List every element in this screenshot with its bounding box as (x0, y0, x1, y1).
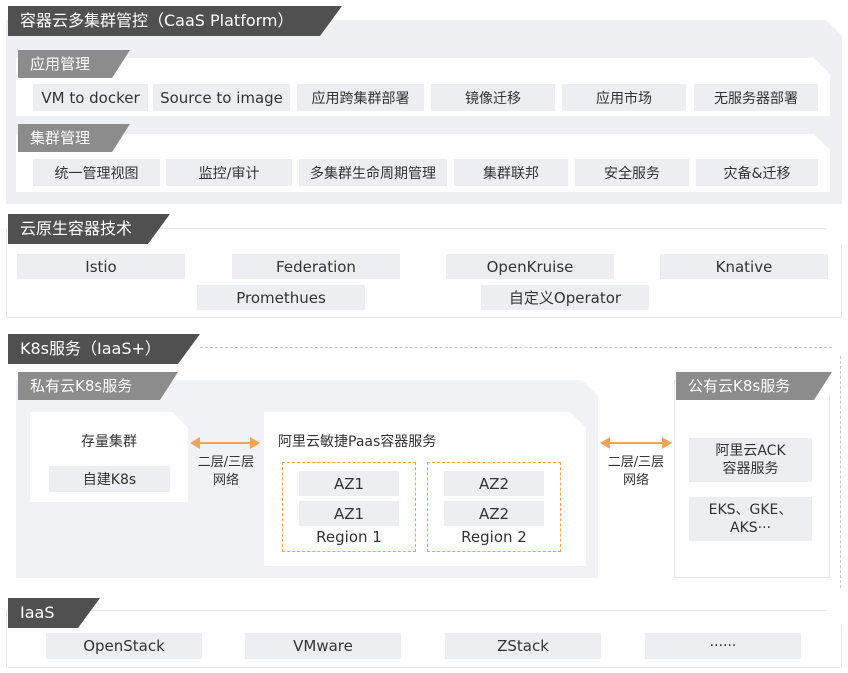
others-line2: AKS··· (730, 520, 771, 536)
iaas-item-vmware[interactable]: VMware (245, 633, 401, 659)
network-label-public-line2: 网络 (622, 473, 649, 488)
iaas-title: IaaS (8, 598, 100, 628)
app-mgmt-item-app-market[interactable]: 应用市场 (562, 84, 686, 111)
network-label-private-line2: 网络 (212, 473, 239, 488)
region-2-az-a[interactable]: AZ2 (444, 471, 544, 496)
ack-line1: 阿里云ACK (715, 443, 786, 459)
app-mgmt-item-cross-cluster-deploy[interactable]: 应用跨集群部署 (297, 84, 424, 111)
iaas-item-zstack[interactable]: ZStack (445, 633, 601, 659)
public-k8s-title: 公有云K8s服务 (676, 372, 832, 400)
region-1-box (282, 462, 416, 552)
region-1-az-b[interactable]: AZ1 (299, 501, 399, 526)
public-k8s-item-others[interactable]: EKS、GKE、 AKS··· (689, 497, 812, 541)
cluster-mgmt-title: 集群管理 (18, 124, 130, 152)
cloud-native-item-openkruise[interactable]: OpenKruise (446, 254, 614, 279)
cluster-mgmt-item-monitor-audit[interactable]: 监控/审计 (166, 159, 292, 186)
bidirectional-arrow-icon (600, 437, 672, 449)
region-1-az-a[interactable]: AZ1 (299, 471, 399, 496)
app-mgmt-item-serverless-deploy[interactable]: 无服务器部署 (694, 84, 818, 111)
app-mgmt-item-source-to-image[interactable]: Source to image (153, 84, 290, 111)
ack-line2: 容器服务 (722, 461, 779, 477)
network-label-public-line1: 二层/三层 (607, 455, 665, 470)
k8s-title: K8s服务（IaaS+） (8, 334, 200, 364)
self-built-k8s-item[interactable]: 自建K8s (49, 466, 170, 492)
others-line1: EKS、GKE、 (708, 502, 793, 518)
k8s-section-border-right (840, 356, 841, 588)
app-mgmt-title: 应用管理 (18, 50, 130, 78)
region-1-label: Region 1 (316, 528, 382, 546)
region-2-az-b[interactable]: AZ2 (444, 501, 544, 526)
cluster-mgmt-item-lifecycle[interactable]: 多集群生命周期管理 (299, 159, 447, 186)
public-k8s-item-ack[interactable]: 阿里云ACK 容器服务 (689, 438, 812, 482)
app-mgmt-item-vm-to-docker[interactable]: VM to docker (33, 84, 148, 111)
cloud-native-title: 云原生容器技术 (8, 214, 170, 244)
app-mgmt-item-image-migration[interactable]: 镜像迁移 (431, 84, 555, 111)
k8s-section-border-top (200, 347, 832, 348)
paas-container-title: 阿里云敏捷Paas容器服务 (278, 434, 437, 450)
stock-cluster-label: 存量集群 (81, 434, 137, 450)
cloud-native-item-custom-operator[interactable]: 自定义Operator (481, 285, 649, 310)
cloud-native-item-knative[interactable]: Knative (660, 254, 828, 279)
cluster-mgmt-item-unified-view[interactable]: 统一管理视图 (33, 159, 160, 186)
cloud-native-item-istio[interactable]: Istio (17, 254, 185, 279)
cluster-mgmt-item-federation[interactable]: 集群联邦 (454, 159, 568, 186)
network-label-private-line1: 二层/三层 (197, 455, 255, 470)
region-2-box (427, 462, 561, 552)
cluster-mgmt-item-disaster-recovery[interactable]: 灾备&迁移 (696, 159, 818, 186)
cloud-native-item-federation[interactable]: Federation (232, 254, 400, 279)
private-k8s-title: 私有云K8s服务 (18, 372, 178, 400)
iaas-item-openstack[interactable]: OpenStack (46, 633, 202, 659)
caas-title: 容器云多集群管控（CaaS Platform） (8, 6, 342, 36)
iaas-item-more[interactable]: ······ (645, 633, 801, 659)
region-2-label: Region 2 (461, 528, 527, 546)
cloud-native-item-promethues[interactable]: Promethues (197, 285, 365, 310)
bidirectional-arrow-icon (190, 437, 260, 449)
cluster-mgmt-item-security[interactable]: 安全服务 (575, 159, 689, 186)
